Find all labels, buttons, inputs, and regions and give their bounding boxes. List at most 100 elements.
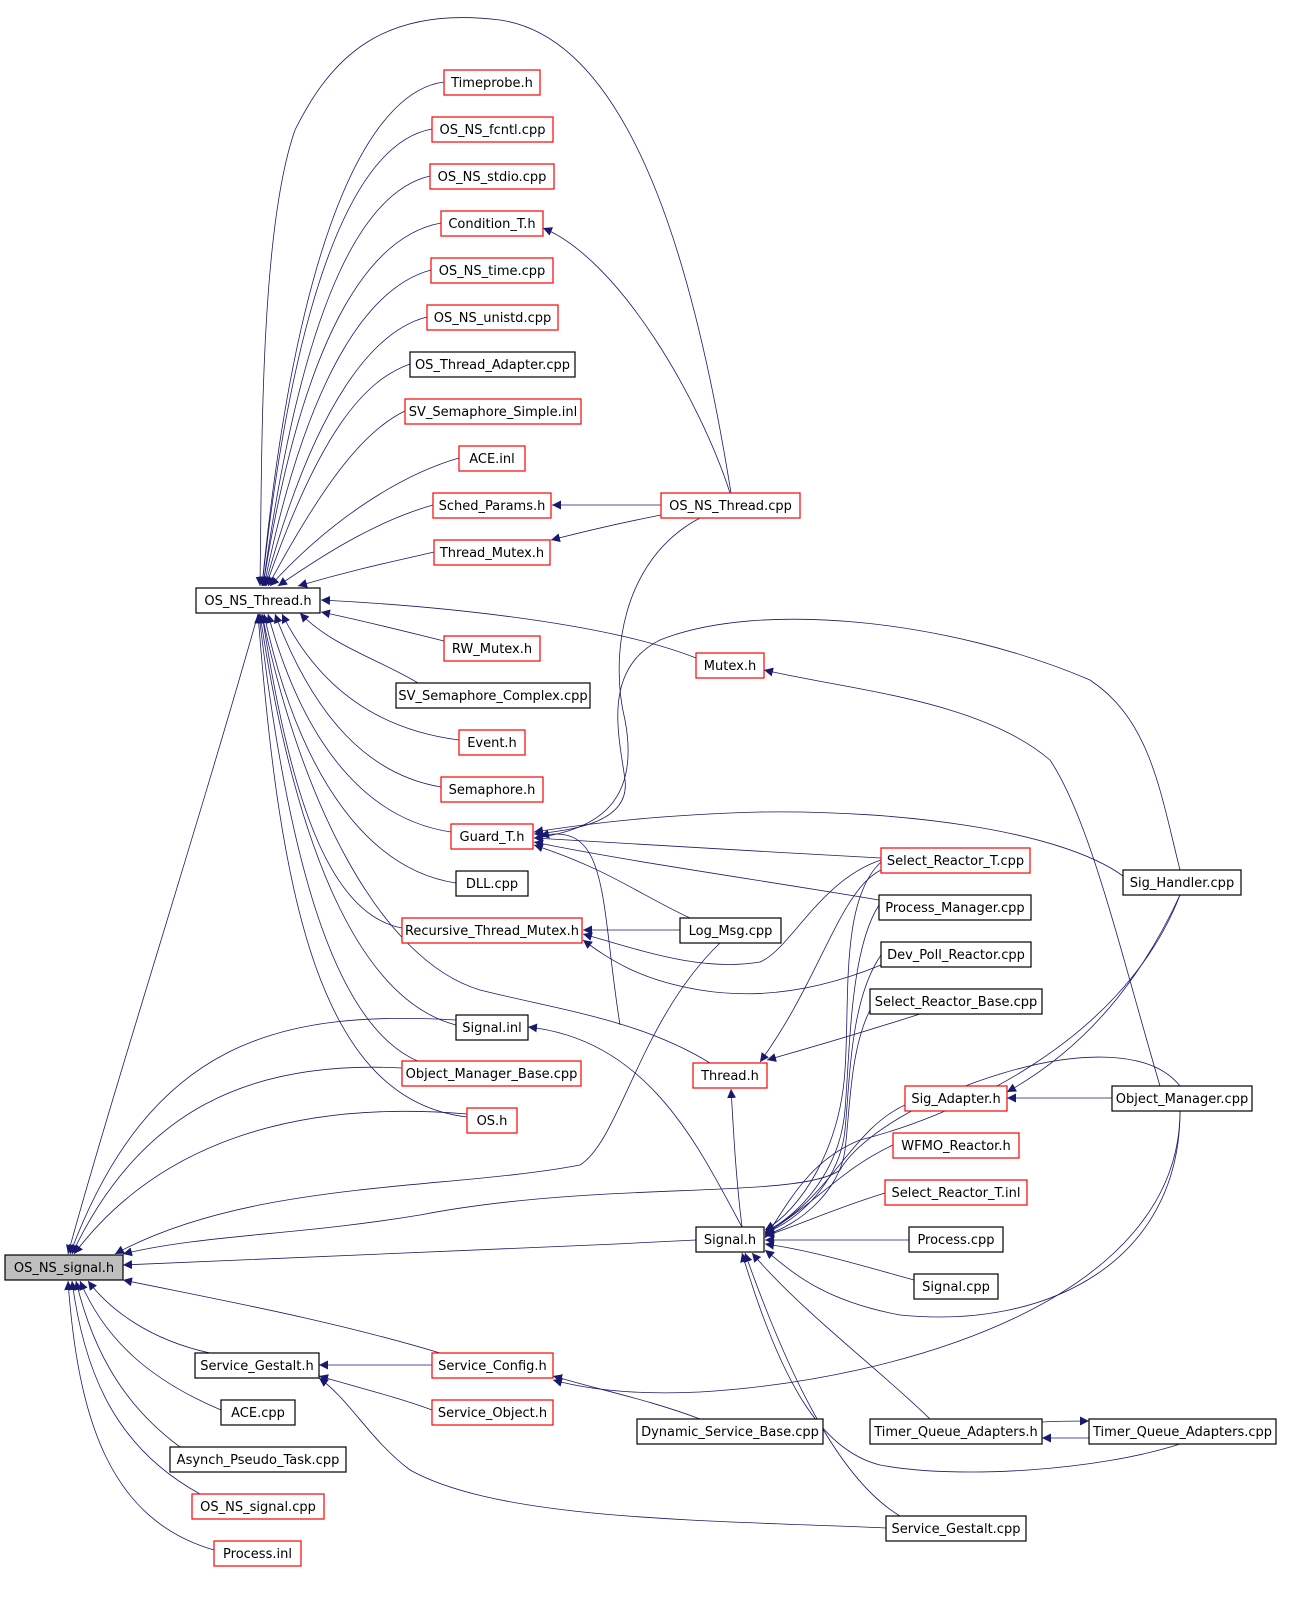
- node-timeprobe[interactable]: Timeprobe.h: [443, 69, 541, 96]
- e-time: [261, 269, 432, 587]
- e-osThreadH-root: [66, 613, 259, 1255]
- node-sched[interactable]: Sched_Params.h: [432, 492, 552, 519]
- node-osThreadCpp[interactable]: OS_NS_Thread.cpp: [660, 492, 801, 519]
- node-label: Condition_T.h: [448, 217, 535, 232]
- node-objMgrBase[interactable]: Object_Manager_Base.cpp: [401, 1060, 582, 1087]
- e-objMgrCpp-svcConfig: [552, 1110, 1181, 1394]
- node-signalCpp[interactable]: Signal.cpp: [913, 1273, 999, 1300]
- node-label: Object_Manager_Base.cpp: [406, 1067, 578, 1082]
- e-objMgrBase-root: [71, 1066, 403, 1255]
- node-osH[interactable]: OS.h: [466, 1107, 518, 1134]
- node-eventH[interactable]: Event.h: [458, 729, 526, 756]
- node-unistd[interactable]: OS_NS_unistd.cpp: [426, 304, 559, 331]
- node-box: [869, 988, 1043, 1015]
- node-asynch[interactable]: Asynch_Pseudo_Task.cpp: [169, 1446, 347, 1473]
- node-box: [429, 163, 555, 190]
- node-label: Asynch_Pseudo_Task.cpp: [177, 1453, 340, 1468]
- node-label: Process_Manager.cpp: [885, 901, 1024, 916]
- e-unistd: [262, 316, 428, 587]
- node-label: Select_Reactor_T.inl: [891, 1186, 1020, 1201]
- node-svSimple[interactable]: SV_Semaphore_Simple.inl: [404, 398, 582, 425]
- node-box: [913, 1273, 999, 1300]
- node-semaphore[interactable]: Semaphore.h: [440, 776, 544, 803]
- node-threadAdapter[interactable]: OS_Thread_Adapter.cpp: [409, 351, 576, 378]
- node-rwMutex[interactable]: RW_Mutex.h: [443, 635, 541, 662]
- e-procMgr-guard: [533, 839, 880, 901]
- node-box: [884, 1179, 1028, 1206]
- node-osThreadH[interactable]: OS_NS_Thread.h: [195, 587, 321, 614]
- node-threadMutex[interactable]: Thread_Mutex.h: [433, 539, 551, 566]
- node-svcObject[interactable]: Service_Object.h: [431, 1399, 554, 1426]
- node-aceInl[interactable]: ACE.inl: [458, 445, 526, 472]
- node-box: [1122, 869, 1242, 896]
- node-stdio[interactable]: OS_NS_stdio.cpp: [429, 163, 555, 190]
- node-svComplex[interactable]: SV_Semaphore_Complex.cpp: [395, 682, 591, 709]
- node-time[interactable]: OS_NS_time.cpp: [430, 257, 554, 284]
- node-label: Dynamic_Service_Base.cpp: [641, 1425, 819, 1440]
- node-box: [431, 116, 554, 143]
- node-selReactT[interactable]: Select_Reactor_T.cpp: [880, 847, 1031, 874]
- node-fcntl[interactable]: OS_NS_fcntl.cpp: [431, 116, 554, 143]
- e-objMgrBase: [255, 613, 421, 1063]
- node-aceCpp[interactable]: ACE.cpp: [220, 1399, 296, 1426]
- node-selBase[interactable]: Select_Reactor_Base.cpp: [869, 988, 1043, 1015]
- node-label: OS_NS_time.cpp: [439, 264, 546, 279]
- node-box: [458, 445, 526, 472]
- e-eventH: [281, 613, 460, 741]
- node-svcGestaltH[interactable]: Service_Gestalt.h: [194, 1352, 320, 1379]
- node-label: ACE.inl: [469, 452, 515, 467]
- node-root[interactable]: OS_NS_signal.h: [4, 1254, 124, 1281]
- node-sigAdapter[interactable]: Sig_Adapter.h: [904, 1085, 1008, 1112]
- node-label: SV_Semaphore_Simple.inl: [409, 405, 578, 420]
- node-logMsg[interactable]: Log_Msg.cpp: [679, 917, 782, 944]
- node-box: [880, 941, 1032, 968]
- e-fcntl: [258, 128, 433, 587]
- e-osH-thr: [254, 613, 468, 1118]
- e-selReactT-signalH: [764, 861, 882, 1231]
- node-box: [695, 1226, 765, 1253]
- node-processCpp[interactable]: Process.cpp: [908, 1226, 1004, 1253]
- node-sigHandler[interactable]: Sig_Handler.cpp: [1122, 869, 1242, 896]
- e-logMsg-guard: [533, 843, 691, 919]
- e-osThreadCpp: [255, 17, 732, 587]
- node-tqaCpp[interactable]: Timer_Queue_Adapters.cpp: [1088, 1418, 1277, 1445]
- e-osSignalCpp-root: [68, 1280, 201, 1495]
- node-svcConfig[interactable]: Service_Config.h: [431, 1352, 554, 1379]
- e-sigHandler-mutex: [533, 618, 1181, 871]
- node-osSignalCpp[interactable]: OS_NS_signal.cpp: [191, 1493, 325, 1520]
- e-aceInl: [269, 457, 460, 587]
- node-signalInl[interactable]: Signal.inl: [455, 1014, 529, 1041]
- e-aceCpp-root: [79, 1280, 222, 1411]
- node-dynSvc[interactable]: Dynamic_Service_Base.cpp: [636, 1418, 824, 1445]
- e-timeprobe: [258, 81, 445, 587]
- node-selReactTInl[interactable]: Select_Reactor_T.inl: [884, 1179, 1028, 1206]
- node-guardT[interactable]: Guard_T.h: [450, 823, 534, 850]
- node-label: Timeprobe.h: [450, 76, 533, 91]
- node-procMgr[interactable]: Process_Manager.cpp: [878, 894, 1032, 921]
- node-tqaH[interactable]: Timer_Queue_Adapters.h: [869, 1418, 1043, 1445]
- node-signalH[interactable]: Signal.h: [695, 1226, 765, 1253]
- node-dllCpp[interactable]: DLL.cpp: [455, 870, 529, 897]
- node-objMgrCpp[interactable]: Object_Manager.cpp: [1111, 1085, 1253, 1112]
- node-label: Service_Gestalt.h: [200, 1359, 314, 1374]
- node-recMutex[interactable]: Recursive_Thread_Mutex.h: [401, 917, 583, 944]
- node-mutexH[interactable]: Mutex.h: [695, 652, 765, 679]
- node-wfmo[interactable]: WFMO_Reactor.h: [892, 1132, 1020, 1159]
- e-selBase-threadH: [766, 1013, 921, 1062]
- e-signalInl-signalH: [527, 1023, 743, 1228]
- e-svcGestaltCpp-signalH: [743, 1252, 901, 1517]
- e-objMgrCpp-root: [122, 1056, 1181, 1257]
- node-condT[interactable]: Condition_T.h: [440, 210, 544, 237]
- node-box: [466, 1107, 518, 1134]
- node-label: OS_NS_stdio.cpp: [438, 170, 547, 185]
- e-processInl-root: [64, 1280, 215, 1551]
- node-threadH[interactable]: Thread.h: [692, 1062, 768, 1089]
- e-sigHandler-sigAdapter: [1006, 894, 1181, 1093]
- node-processInl[interactable]: Process.inl: [213, 1540, 302, 1567]
- node-devPoll[interactable]: Dev_Poll_Reactor.cpp: [880, 941, 1032, 968]
- node-label: Mutex.h: [704, 659, 756, 674]
- e-selReactT-guard: [533, 833, 882, 859]
- e-procMgr-signalH: [764, 904, 880, 1233]
- node-svcGestaltCpp[interactable]: Service_Gestalt.cpp: [885, 1515, 1027, 1542]
- node-box: [401, 1060, 582, 1087]
